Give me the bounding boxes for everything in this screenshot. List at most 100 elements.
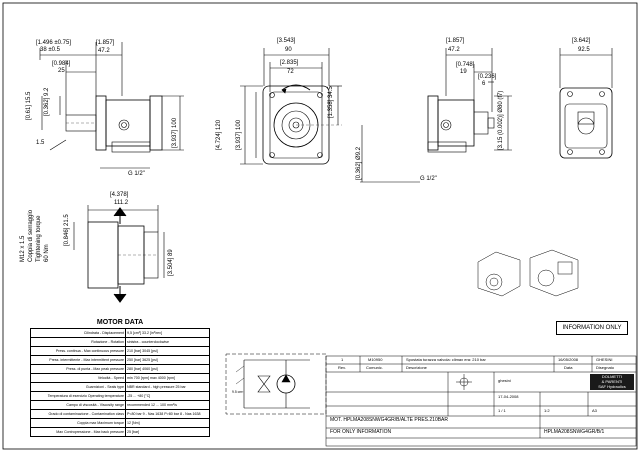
dim-left-g: G 1/2" bbox=[128, 171, 145, 177]
motor-data-label: Max Contropressione - Max back pressure bbox=[30, 427, 126, 437]
motor-data-label: Campo di viscosità - Viscosity range bbox=[30, 400, 126, 410]
brand-line-1: DOLMETTI bbox=[601, 374, 623, 379]
motor-data-value: 9,5 [cm³] 33.2 [in³/rev] bbox=[125, 328, 210, 338]
dim-far-w: [3.642] bbox=[572, 38, 591, 44]
bottom-side-note-1: M12 x 1.5 bbox=[20, 235, 26, 262]
dim-bottom-h1: [0.846] 21.5 bbox=[64, 214, 70, 246]
dim-front-h2: [4.724] 120 bbox=[216, 119, 222, 150]
dim-front-w1: [3.543] bbox=[277, 38, 296, 44]
dim-top-left-2b: 47.2 bbox=[98, 48, 110, 54]
dim-left-v3: [3.937] 100 bbox=[172, 117, 178, 148]
header-descrizione: Descrizione bbox=[406, 365, 427, 370]
bottom-side-note-3: Tightening torque bbox=[36, 215, 42, 262]
rev-author: GHESINI bbox=[596, 357, 613, 362]
schematic-displacement-label: 9.5 cm³ bbox=[232, 390, 244, 394]
dim-text: [1.496 ±0.75] bbox=[36, 40, 71, 46]
dim-text: 47.2 bbox=[98, 48, 110, 54]
dim-bottom-wb: 111.2 bbox=[114, 200, 129, 206]
port-view bbox=[559, 48, 613, 159]
dim-front-h1: [1.358] 34.5 bbox=[328, 86, 334, 118]
dim-right-w1b: 47.2 bbox=[448, 47, 460, 53]
motor-data-value: -25 ... +80 [°C] bbox=[125, 391, 210, 401]
motor-data-value: recommended 12 ... 100 mm²/s bbox=[125, 400, 210, 410]
motor-data-value: min 700 [rpm] max 4000 [rpm] bbox=[125, 373, 210, 383]
dim-bottom-h2: [3.504] 89 bbox=[168, 249, 174, 276]
motor-data-label: Rotazione - Rotation bbox=[30, 337, 126, 347]
iso-views bbox=[477, 249, 579, 297]
dim-top-left-1: [1.496 ±0.75] bbox=[36, 40, 71, 46]
dim-right-w1: [1.857] bbox=[446, 38, 465, 44]
dim-right-h1: [3.15 (0.002)] Ø80 (f7) bbox=[498, 90, 504, 150]
header-rev: Rev. bbox=[338, 365, 346, 370]
motor-data-label: Temperatura di esercizio Operating tempe… bbox=[30, 391, 126, 401]
dim-bottom-w: [4.378] bbox=[110, 192, 129, 198]
motor-data-value: 12 [Nm] bbox=[125, 418, 210, 428]
right-side-view bbox=[360, 48, 512, 183]
motor-data-value: sinistra - counterclockwise bbox=[125, 337, 210, 347]
rev-code: M10950 bbox=[368, 357, 383, 362]
dim-left-15: 1.5 bbox=[36, 140, 45, 146]
rev-number: 1 bbox=[341, 357, 344, 362]
motor-data-label: Coppia max Maximum torque bbox=[30, 418, 126, 428]
motor-data-row: Temperatura di esercizio Operating tempe… bbox=[30, 391, 210, 401]
motor-data-label: Cilindrata - Displacement bbox=[30, 328, 126, 338]
motor-data-title: MOTOR DATA bbox=[96, 319, 144, 326]
drawn-by: ghesini bbox=[498, 378, 511, 383]
motor-data-value: 25 [bar] bbox=[125, 427, 210, 437]
sheet-format: A3 bbox=[592, 408, 597, 413]
left-side-view bbox=[39, 42, 184, 169]
motor-data-label: Press. continua - Max continuous pressur… bbox=[30, 346, 126, 356]
dim-text: [1.857] bbox=[96, 40, 115, 46]
motor-data-row: Grado di contaminazione - Contamination … bbox=[30, 409, 210, 419]
rev-description: Spostata turazza valvola: climax era: 21… bbox=[406, 357, 486, 362]
motor-data-label: Press. di punta - Max peak pressure bbox=[30, 364, 126, 374]
motor-data-label: Press. intermittente - Max intermittent … bbox=[30, 355, 126, 365]
motor-data-value: 250 [bar] 3625 [psi] bbox=[125, 355, 210, 365]
bottom-view bbox=[73, 205, 165, 303]
title-block-grid bbox=[325, 355, 637, 447]
dim-front-h3: [3.937] 100 bbox=[236, 119, 242, 150]
hydraulic-schematic bbox=[225, 353, 327, 415]
drawing-code: HPLMA208SNWG4GR/B/1 bbox=[544, 429, 605, 435]
brand-line-3: SAF Hydraulics bbox=[598, 384, 626, 389]
rev-date: 16/05/2008 bbox=[558, 357, 579, 362]
dim-top-left-3b: 25 bbox=[58, 68, 65, 74]
header-comunic: Comunic. bbox=[366, 365, 383, 370]
dim-top-left-3: [0.984] bbox=[52, 61, 70, 67]
part-description: MOT. HPLMA208SNWG4GR/B/ALTE PRES.210BAR bbox=[330, 417, 449, 423]
dim-front-w1b: 90 bbox=[285, 47, 292, 53]
dim-far-wb: 92.5 bbox=[578, 47, 590, 53]
dim-right-w2: [0.748] bbox=[456, 62, 475, 68]
dim-text: 25 bbox=[58, 68, 65, 74]
front-view bbox=[240, 48, 342, 165]
motor-data-row: Press. intermittente - Max intermittent … bbox=[30, 355, 210, 365]
dim-top-left-2: [1.857] bbox=[96, 40, 114, 46]
brand-line-2: & PARENTI bbox=[601, 379, 623, 384]
motor-data-label: Guarnizioni - Seals type bbox=[30, 382, 126, 392]
dim-text: 38 ±0.5 bbox=[40, 47, 60, 53]
motor-data-value: 280 [bar] 4060 [psi] bbox=[125, 364, 210, 374]
dim-top-left-1b: 38 ±0.5 bbox=[40, 47, 60, 53]
dim-right-h2: [0.362] Ø9.2 bbox=[356, 146, 362, 180]
dim-text: [0.984] bbox=[52, 61, 71, 67]
motor-data-label: Grado di contaminazione - Contamination … bbox=[30, 409, 126, 419]
dim-left-v1: [0.61] 15.5 bbox=[26, 91, 32, 120]
dim-right-w3: [0.236] bbox=[478, 74, 497, 80]
dim-front-w2: [2.835] bbox=[280, 60, 299, 66]
dim-right-w2b: 19 bbox=[460, 69, 467, 75]
bottom-side-note-4: 60 Nm bbox=[44, 244, 50, 262]
for-information: FOR ONLY INFORMATION bbox=[330, 429, 392, 435]
motor-data-label: Velocità - Speed bbox=[30, 373, 126, 383]
motor-data-value: NBR standard - high pressure 25 bar bbox=[125, 382, 210, 392]
header-disegnato: Disegnato bbox=[596, 365, 615, 370]
information-only-box: INFORMATION ONLY bbox=[556, 321, 628, 335]
